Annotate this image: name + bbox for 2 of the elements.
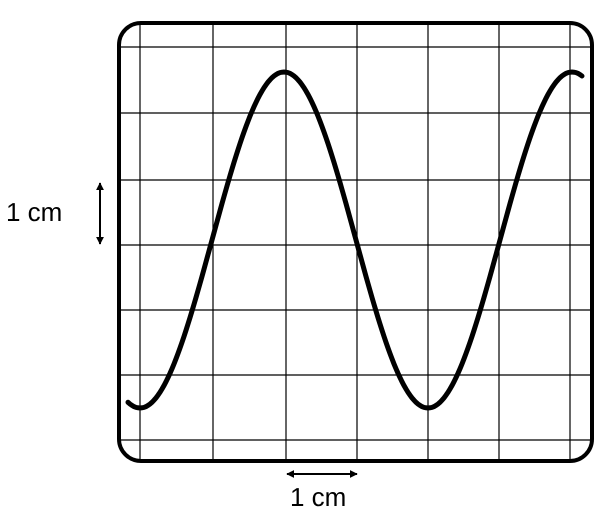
dimension-label: 1 cm (6, 199, 62, 225)
dimension-label: 1 cm (290, 484, 346, 510)
